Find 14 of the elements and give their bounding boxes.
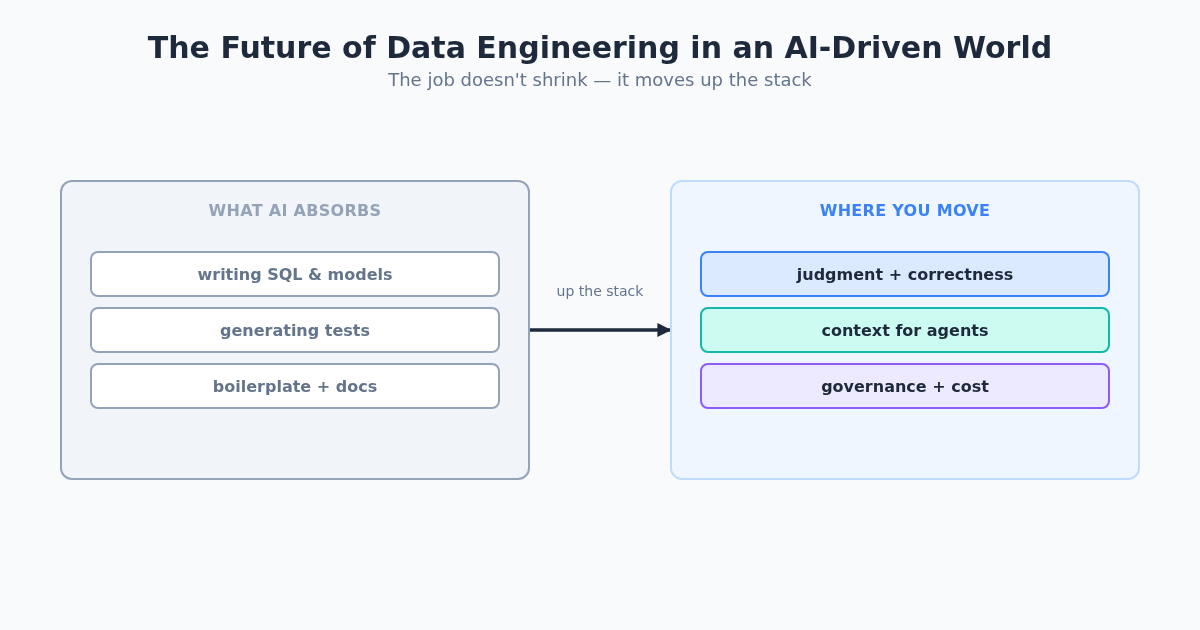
subtitle: The job doesn't shrink — it moves up the stack xyxy=(388,69,812,90)
group-panel xyxy=(60,180,530,480)
panel-heading: WHERE YOU MOVE xyxy=(819,201,991,220)
panel-heading: WHAT AI ABSORBS xyxy=(208,201,382,220)
item-box: boilerplate + docs xyxy=(90,363,500,409)
item-box: governance + cost xyxy=(700,363,1110,409)
item-box: writing SQL & models xyxy=(90,251,500,297)
item-box: judgment + correctness xyxy=(700,251,1110,297)
group-panel xyxy=(670,180,1140,480)
title: The Future of Data Engineering in an AI-Driven World xyxy=(147,30,1053,65)
item-box: context for agents xyxy=(700,307,1110,353)
arrow xyxy=(530,323,672,337)
edge-label: up the stack xyxy=(554,283,646,299)
item-box: generating tests xyxy=(90,307,500,353)
